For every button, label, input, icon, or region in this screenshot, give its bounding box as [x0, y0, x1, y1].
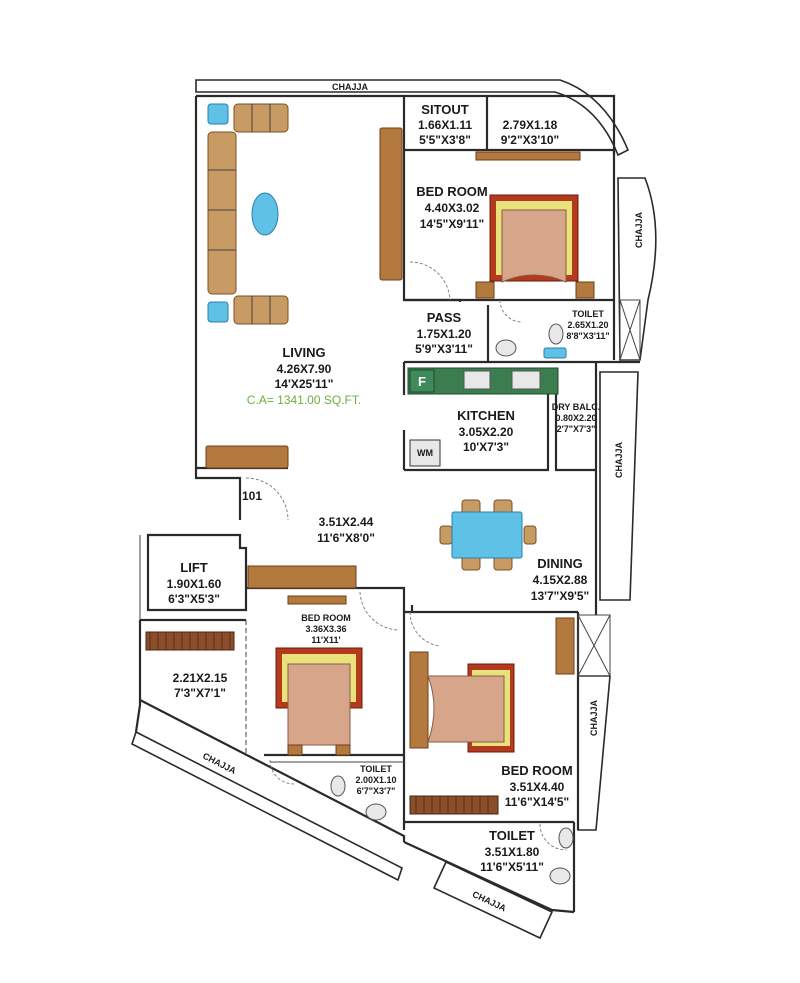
bedroom2-imperial: 11'X11'	[311, 635, 340, 645]
toilet3-fixtures	[549, 827, 574, 885]
label-foyer: 3.51X2.44 11'6"X8'0"	[317, 515, 375, 545]
dry-balcony-imperial: 2'7"X7'3"	[557, 424, 596, 434]
dry-balcony-metric: 0.80X2.20	[555, 413, 596, 423]
toilet3-name: TOILET	[489, 828, 535, 843]
toilet2-metric: 2.00X1.10	[355, 775, 396, 785]
lift-imperial: 6'3"X5'3"	[168, 592, 220, 606]
label-dry-balcony: DRY BALC. 0.80X2.20 2'7"X7'3"	[552, 402, 601, 434]
pass-metric: 1.75X1.20	[417, 327, 472, 341]
bedroom2-name: BED ROOM	[301, 613, 351, 623]
toilet1-name: TOILET	[572, 309, 604, 319]
toilet2-name: TOILET	[360, 764, 392, 774]
chajja-right-middle: CHAJJA	[599, 371, 639, 601]
lift-metric: 1.90X1.60	[167, 577, 222, 591]
carpet-area: C.A= 1341.00 SQ.FT.	[247, 393, 361, 407]
toilet1-imperial: 8'8"X3'11"	[566, 331, 609, 341]
label-bedroom-2: BED ROOM 3.36X3.36 11'X11'	[301, 613, 351, 645]
bedroom2-furniture	[275, 595, 363, 756]
door-swings	[245, 261, 567, 851]
bedroom1-metric: 4.40X3.02	[425, 201, 480, 215]
label-dining: DINING 4.15X2.88 13'7"X9'5"	[531, 556, 589, 603]
toilet2-imperial: 6'7"X3'7"	[357, 786, 396, 796]
sitout-imperial: 5'5"X3'8"	[419, 133, 471, 147]
living-name: LIVING	[282, 345, 325, 360]
bedroom1-furniture	[475, 151, 595, 299]
kitchen-imperial: 10'X7'3"	[463, 440, 509, 454]
label-kitchen: KITCHEN 3.05X2.20 10'X7'3"	[457, 408, 515, 454]
label-lift: LIFT 1.90X1.60 6'3"X5'3"	[167, 560, 222, 606]
balcony-imperial: 9'2"X3'10"	[501, 133, 559, 147]
living-furniture	[205, 103, 403, 469]
kitchen-name: KITCHEN	[457, 408, 515, 423]
dry-balcony-name: DRY BALC.	[552, 402, 601, 412]
fridge-label: F	[418, 374, 426, 389]
bedroom2-metric: 3.36X3.36	[305, 624, 346, 634]
dining-metric: 4.15X2.88	[533, 573, 588, 587]
toilet2-fixtures	[330, 775, 387, 821]
lobby-metric: 2.21X2.15	[173, 671, 228, 685]
label-balcony: 2.79X1.18 9'2"X3'10"	[501, 118, 559, 147]
bedroom1-name: BED ROOM	[416, 184, 488, 199]
label-toilet-3: TOILET 3.51X1.80 11'6"X5'11"	[480, 828, 544, 874]
foyer-imperial: 11'6"X8'0"	[317, 531, 375, 545]
chajja-right-upper: CHAJJA	[617, 177, 657, 361]
sitout-metric: 1.66X1.11	[418, 118, 472, 132]
label-sitout: SITOUT 1.66X1.11 5'5"X3'8"	[418, 102, 472, 147]
living-metric: 4.26X7.90	[277, 362, 332, 376]
label-bedroom-1: BED ROOM 4.40X3.02 14'5"X9'11"	[416, 184, 488, 231]
bedroom3-furniture	[409, 617, 575, 815]
label-toilet-2: TOILET 2.00X1.10 6'7"X3'7"	[355, 764, 396, 796]
chajja-top-label: CHAJJA	[332, 82, 369, 92]
chajja-right-lower-label: CHAJJA	[589, 699, 599, 736]
toilet3-imperial: 11'6"X5'11"	[480, 860, 544, 874]
toilet3-metric: 3.51X1.80	[485, 845, 540, 859]
lift-name: LIFT	[180, 560, 207, 575]
dining-name: DINING	[537, 556, 583, 571]
bedroom3-metric: 3.51X4.40	[510, 780, 565, 794]
chajja-right-upper-label: CHAJJA	[634, 211, 644, 248]
kitchen-furniture: F WM	[407, 367, 559, 467]
chajja-right-lower: CHAJJA	[577, 675, 611, 831]
chajja-bottom: CHAJJA	[432, 860, 554, 940]
toilet1-metric: 2.65X1.20	[567, 320, 608, 330]
washing-machine-label: WM	[417, 448, 433, 458]
foyer-metric: 3.51X2.44	[319, 515, 374, 529]
label-pass: PASS 1.75X1.20 5'9"X3'11"	[415, 310, 473, 356]
chajja-top: CHAJJA	[195, 79, 630, 157]
chajja-right-middle-label: CHAJJA	[614, 441, 624, 478]
living-imperial: 14'X25'11"	[275, 377, 334, 391]
pass-imperial: 5'9"X3'11"	[415, 342, 473, 356]
bedroom3-name: BED ROOM	[501, 763, 573, 778]
label-lobby: 2.21X2.15 7'3"X7'1"	[173, 671, 228, 700]
dining-furniture	[439, 499, 537, 571]
label-unit-number: 101	[242, 489, 262, 503]
label-bedroom-3: BED ROOM 3.51X4.40 11'6"X14'5"	[501, 763, 573, 809]
dining-imperial: 13'7"X9'5"	[531, 589, 589, 603]
toilet1-fixtures	[495, 323, 567, 359]
label-living: LIVING 4.26X7.90 14'X25'11" C.A= 1341.00…	[247, 345, 361, 407]
lobby-imperial: 7'3"X7'1"	[174, 686, 226, 700]
balcony-metric: 2.79X1.18	[503, 118, 558, 132]
pass-name: PASS	[427, 310, 462, 325]
bedroom1-imperial: 14'5"X9'11"	[420, 217, 484, 231]
sitout-name: SITOUT	[421, 102, 468, 117]
label-toilet-1: TOILET 2.65X1.20 8'8"X3'11"	[566, 309, 609, 341]
foyer-furniture	[145, 565, 357, 651]
kitchen-metric: 3.05X2.20	[459, 425, 514, 439]
bedroom3-imperial: 11'6"X14'5"	[505, 795, 569, 809]
unit-number: 101	[242, 489, 262, 503]
